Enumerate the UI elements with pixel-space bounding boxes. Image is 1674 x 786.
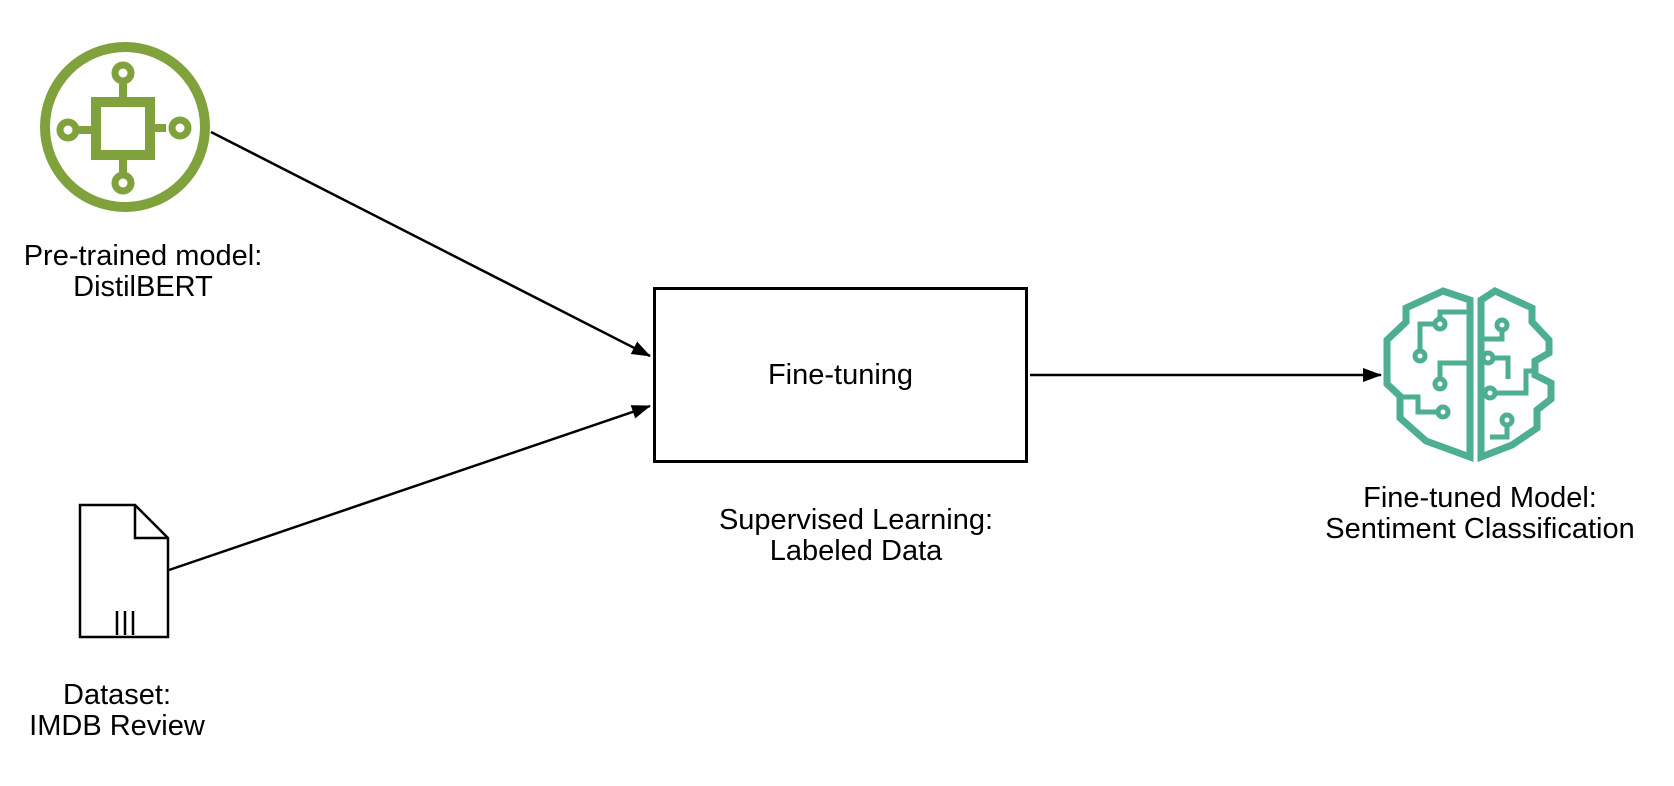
edge-pretrained-to-finetuning xyxy=(210,130,651,358)
edge-dataset-to-finetuning xyxy=(168,404,651,572)
finetuning-caption-line1: Supervised Learning: xyxy=(718,504,994,536)
finetuning-caption: Supervised Learning: Labeled Data xyxy=(719,505,993,567)
dataset-label: Dataset: IMDB Review xyxy=(29,680,205,742)
finetuning-box-label: Fine-tuning xyxy=(767,358,914,391)
dataset-label-line2: IMDB Review xyxy=(29,710,205,742)
finetuning-caption-line2: Labeled Data xyxy=(769,535,943,567)
model-hub-icon xyxy=(40,42,210,212)
pretrained-label-line1: Pre-trained model: xyxy=(23,240,263,272)
finetuning-box: Fine-tuning xyxy=(653,287,1028,463)
brain-circuit-icon xyxy=(1383,287,1555,463)
pretrained-label-line2: DistilBERT xyxy=(73,271,213,303)
document-icon xyxy=(78,503,170,639)
pretrained-label: Pre-trained model: DistilBERT xyxy=(24,241,263,303)
finetuned-label-line2: Sentiment Classification xyxy=(1325,513,1635,545)
dataset-label-line1: Dataset: xyxy=(63,679,171,711)
finetuned-label-line1: Fine-tuned Model: xyxy=(1363,482,1597,514)
finetuned-label: Fine-tuned Model: Sentiment Classificati… xyxy=(1325,483,1634,545)
